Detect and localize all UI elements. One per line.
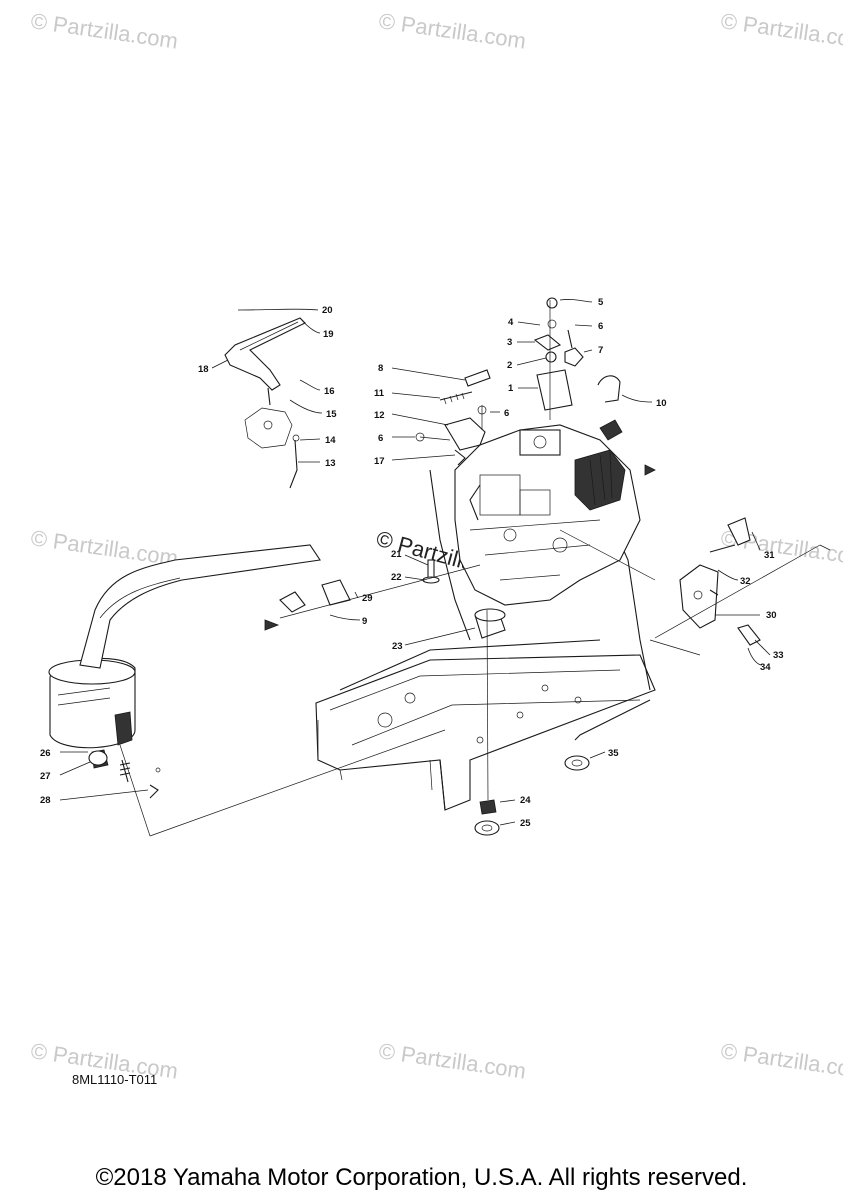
watermark: © Partzilla.com [377, 8, 527, 53]
muffler-mount-parts [88, 749, 161, 799]
copyright-notice: ©2018 Yamaha Motor Corporation, U.S.A. A… [95, 1164, 748, 1191]
callout-7: 7 [598, 345, 603, 356]
callout-26: 26 [40, 748, 51, 759]
callout-15: 15 [326, 409, 337, 420]
callout-1: 1 [508, 383, 514, 394]
diagram-code: 8ML1110-T011 [72, 1072, 158, 1087]
callout-33: 33 [773, 650, 784, 661]
lever-bracket-assembly [224, 317, 306, 489]
leader-lines [59, 299, 771, 826]
callout-19: 19 [323, 329, 334, 340]
callout-labels: 1 2 3 4 5 6 6 6 7 8 9 10 11 12 13 14 15 … [40, 297, 784, 829]
callout-35: 35 [608, 748, 619, 759]
callout-4: 4 [508, 317, 514, 328]
callout-31: 31 [764, 550, 775, 561]
engine-mount-parts [422, 559, 590, 836]
callout-13: 13 [325, 458, 336, 469]
callout-14: 14 [325, 435, 336, 446]
callout-29: 29 [362, 593, 373, 604]
callout-17: 17 [374, 456, 385, 467]
callout-25: 25 [520, 818, 531, 829]
callout-30: 30 [766, 610, 777, 621]
callout-23: 23 [392, 641, 403, 652]
upper-bracket-parts [533, 297, 621, 420]
callout-6: 6 [598, 321, 603, 332]
callout-10: 10 [656, 398, 667, 409]
watermark: © Partzilla.com [29, 525, 179, 570]
callout-12: 12 [374, 410, 385, 421]
callout-11: 11 [374, 388, 385, 399]
watermark: © Partzilla.com [29, 8, 179, 53]
watermark: © Partzilla.com [719, 8, 843, 53]
engine-assembly [454, 419, 641, 606]
callout-24: 24 [520, 795, 531, 806]
callout-9: 9 [362, 616, 367, 627]
reference-lines [119, 464, 656, 837]
callout-3: 3 [507, 337, 512, 348]
watermark: © Partzilla.com [719, 1038, 843, 1083]
side-bracket-parts [649, 517, 831, 656]
callout-18: 18 [198, 364, 209, 375]
callout-2: 2 [507, 360, 512, 371]
callout-22: 22 [391, 572, 402, 583]
callout-28: 28 [40, 795, 51, 806]
callout-20: 20 [322, 305, 333, 316]
callout-21: 21 [391, 549, 402, 560]
callout-6: 6 [378, 433, 383, 444]
callout-16: 16 [324, 386, 335, 397]
callout-27: 27 [40, 771, 51, 782]
control-link-parts [415, 369, 491, 466]
muffler-assembly [48, 544, 351, 749]
watermarks: © Partzilla.com © Partzilla.com © Partzi… [29, 8, 843, 1083]
callout-5: 5 [598, 297, 604, 308]
callout-32: 32 [740, 576, 751, 587]
callout-34: 34 [760, 662, 771, 673]
watermark: © Partzilla.com [377, 1038, 527, 1083]
frame-chassis [315, 469, 656, 811]
callout-8: 8 [378, 363, 383, 374]
callout-6: 6 [504, 408, 509, 419]
